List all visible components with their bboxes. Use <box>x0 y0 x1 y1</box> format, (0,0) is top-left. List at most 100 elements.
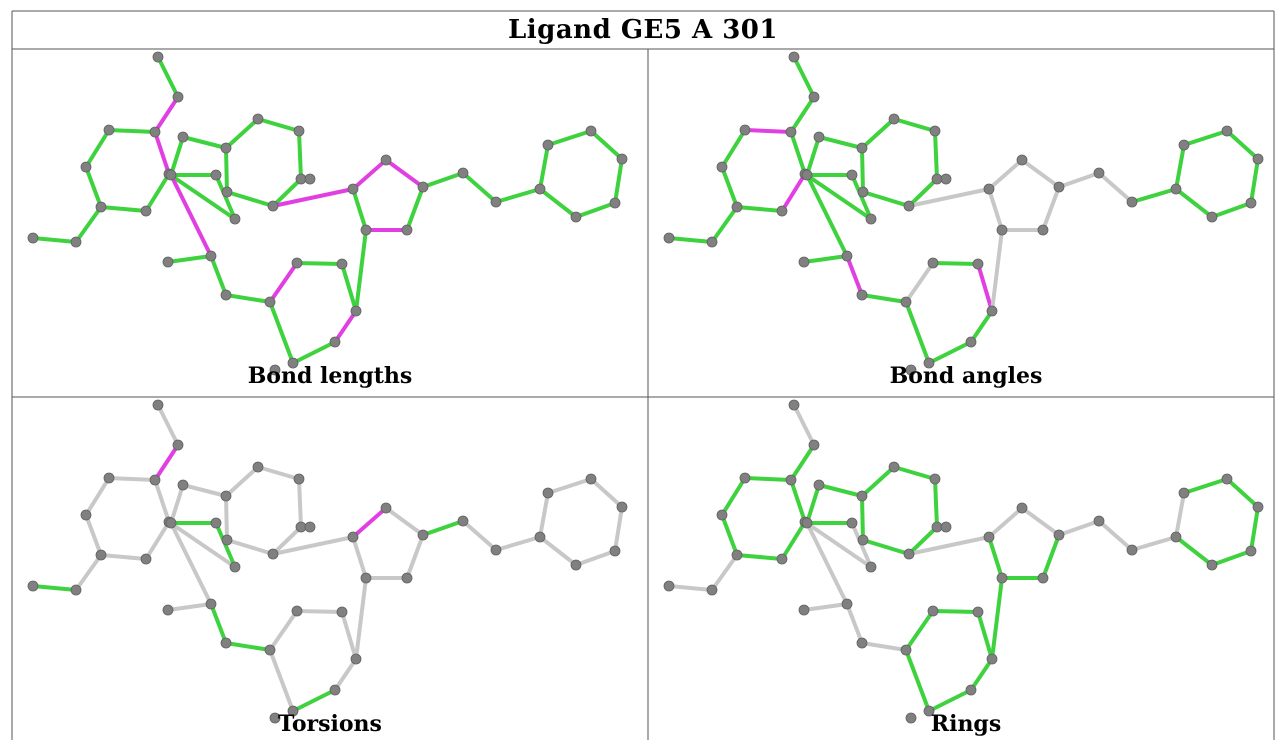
ligand-title: Ligand GE5 A 301 <box>508 15 778 45</box>
unassessed-bond <box>156 403 180 447</box>
atom <box>972 606 984 618</box>
ok-bond <box>167 172 237 221</box>
atom <box>1206 559 1218 571</box>
atom <box>336 606 348 618</box>
ok-bond <box>1174 143 1186 191</box>
atom <box>220 289 232 301</box>
ok-bond <box>667 236 714 244</box>
atom <box>903 200 915 212</box>
atom <box>252 461 264 473</box>
atom <box>857 534 869 546</box>
ok-bond <box>224 293 272 304</box>
atom <box>739 472 751 484</box>
atom <box>220 490 232 502</box>
atom <box>291 605 303 617</box>
atom <box>177 479 189 491</box>
outlier-bond <box>780 172 807 213</box>
outlier-bond <box>153 443 180 482</box>
unassessed-bond <box>805 521 849 606</box>
atom <box>1170 183 1182 195</box>
ok-bond <box>904 648 931 713</box>
atom <box>856 490 868 502</box>
ok-bond <box>735 205 784 213</box>
atom <box>542 139 554 151</box>
atom <box>940 173 952 185</box>
unassessed-bond <box>224 494 229 542</box>
unassessed-bond <box>268 648 295 713</box>
outlier-bond <box>333 309 358 344</box>
atom <box>570 211 582 223</box>
outlier-bond <box>153 130 171 176</box>
atom <box>1126 544 1138 556</box>
atom <box>1178 139 1190 151</box>
atom <box>542 487 554 499</box>
panel-rings: Rings <box>648 397 1275 745</box>
atom <box>739 124 751 136</box>
atom <box>903 548 915 560</box>
atom <box>663 580 675 592</box>
atom <box>706 584 718 596</box>
atom <box>986 653 998 665</box>
outlier-bond <box>351 158 388 191</box>
unassessed-bond <box>1097 171 1134 204</box>
atom <box>267 200 279 212</box>
ok-bond <box>1225 477 1260 509</box>
atom <box>813 479 825 491</box>
atom <box>165 517 177 529</box>
ok-bond <box>789 95 816 134</box>
atom <box>103 472 115 484</box>
ok-bond <box>817 135 864 150</box>
atom <box>295 521 307 533</box>
unassessed-bond <box>153 478 171 524</box>
ok-bond <box>421 519 465 537</box>
atom <box>267 548 279 560</box>
ok-bond <box>271 177 303 208</box>
ok-bond <box>297 129 303 181</box>
unassessed-bond <box>546 477 593 495</box>
ok-bond <box>969 309 994 344</box>
ok-bond <box>84 165 103 209</box>
atom <box>857 186 869 198</box>
panel-caption: Bond lengths <box>247 363 413 389</box>
unassessed-bond <box>1174 491 1186 539</box>
unassessed-bond <box>333 657 358 692</box>
unassessed-bond <box>354 576 368 661</box>
panel-caption: Torsions <box>278 711 382 737</box>
atom <box>996 224 1008 236</box>
atom <box>490 544 502 556</box>
atom <box>905 364 917 376</box>
atom <box>706 236 718 248</box>
atom <box>1093 167 1105 179</box>
atom <box>888 113 900 125</box>
unassessed-bond <box>802 602 849 612</box>
unassessed-bond <box>987 158 1024 191</box>
atom <box>380 502 392 514</box>
ok-bond <box>1130 187 1178 204</box>
atom <box>801 169 813 181</box>
unassessed-bond <box>271 535 355 556</box>
ok-bond <box>860 293 908 304</box>
atom <box>360 572 372 584</box>
atom <box>205 250 217 262</box>
ok-bond <box>735 553 784 561</box>
ok-bond <box>546 129 593 147</box>
atom <box>1037 572 1049 584</box>
unassessed-bond <box>256 465 301 481</box>
ok-bond <box>494 187 542 204</box>
unassessed-bond <box>1020 158 1061 189</box>
atom <box>983 531 995 543</box>
ok-bond <box>224 117 260 150</box>
atom <box>95 549 107 561</box>
unassessed-bond <box>907 535 991 556</box>
atom <box>1221 473 1233 485</box>
atom <box>329 336 341 348</box>
atom <box>287 357 299 369</box>
ok-bond <box>295 261 344 266</box>
unassessed-bond <box>107 476 157 482</box>
ok-bond <box>181 135 228 150</box>
ok-bond <box>990 576 1004 661</box>
ok-bond <box>1174 187 1214 219</box>
atom <box>1126 196 1138 208</box>
ok-bond <box>720 476 747 517</box>
atom <box>162 604 174 616</box>
